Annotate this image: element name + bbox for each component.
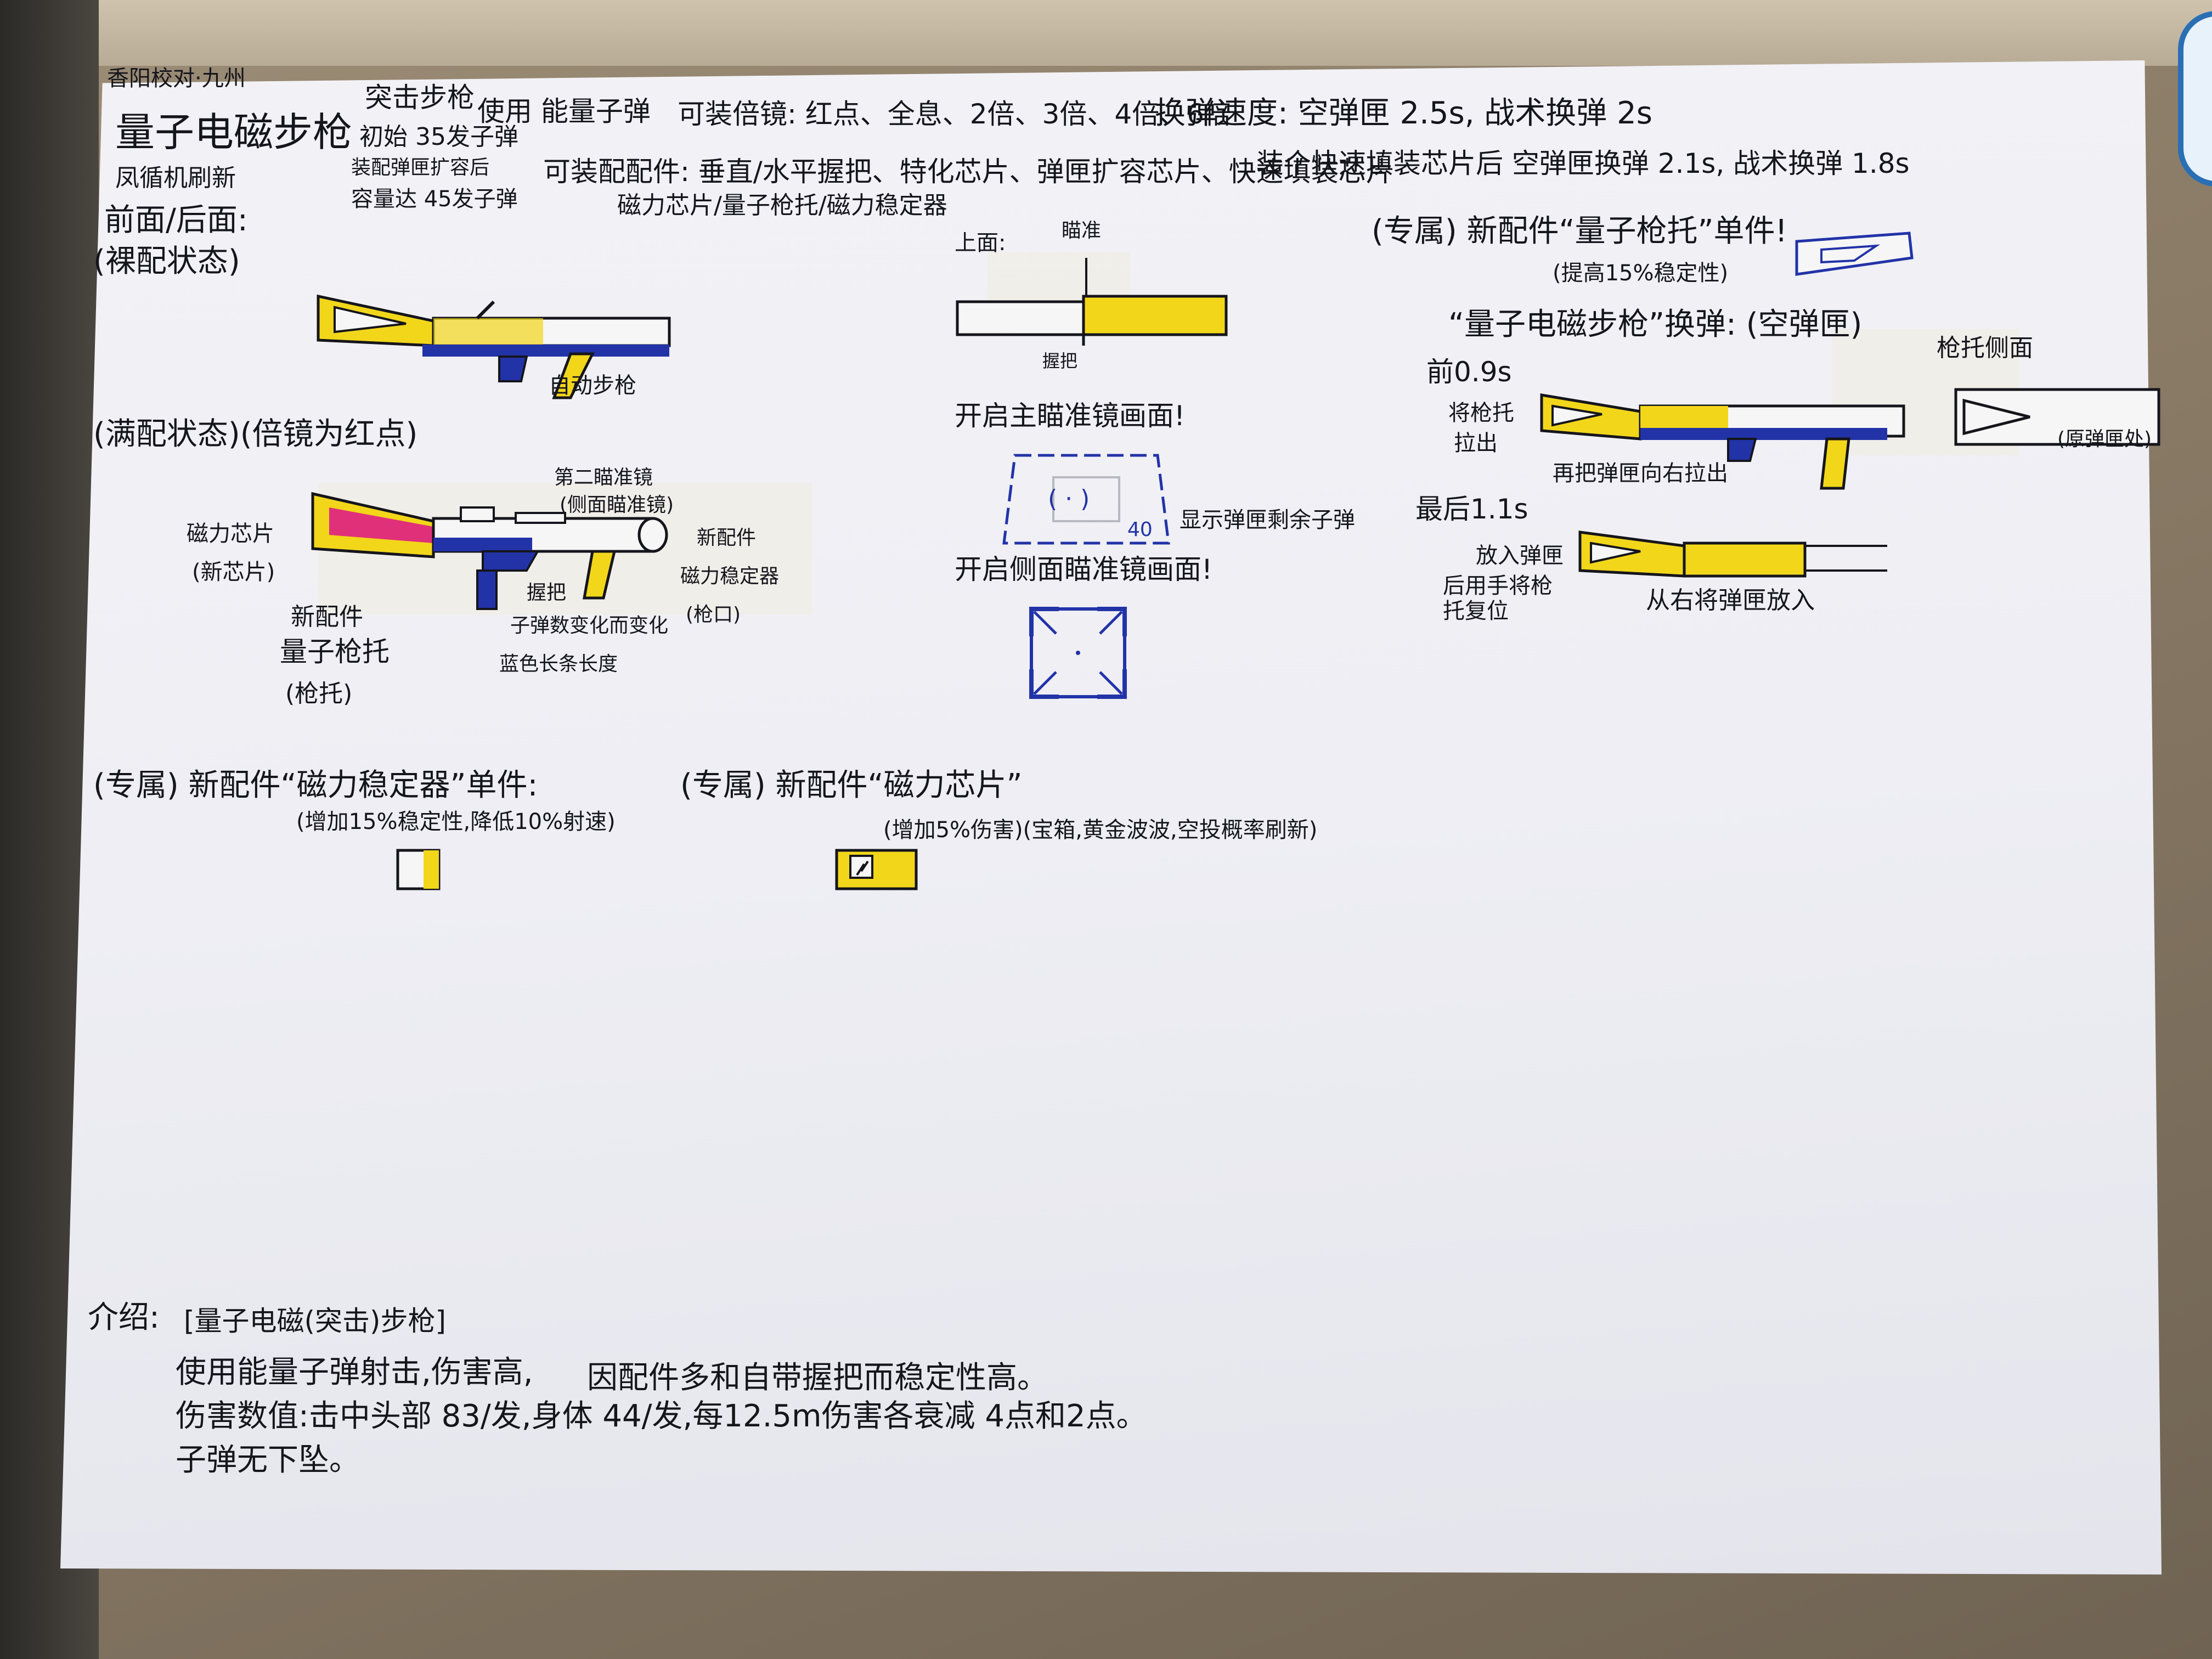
reload-upgrade: 装个快速填装芯片后 空弹匣换弹 2.1s, 战术换弹 1.8s (1256, 148, 1910, 179)
intro-label: 介绍: (88, 1300, 160, 1335)
second-sight-label: 第二瞄准镜 (554, 466, 653, 489)
chip-part-icon (835, 849, 918, 890)
reload-front-time: 前0.9s (1426, 356, 1512, 388)
side-scope-label: 开启侧面瞄准镜画面! (955, 554, 1213, 585)
stock-part-icon (1795, 232, 1914, 276)
chip-part-title: (专属) 新配件“磁力芯片” (680, 768, 1023, 803)
reload-front-note1: 将枪托 (1448, 400, 1514, 426)
magnetic-chip-label: 磁力芯片 (187, 521, 274, 546)
top-view-grip-note: 握把 (1042, 351, 1078, 371)
reload-back-note3: 从右将弹匣放入 (1646, 586, 1815, 614)
quantum-stock-label: 量子枪托 (280, 636, 390, 668)
intro-line1b: 因配件多和自带握把而稳定性高。 (587, 1360, 1048, 1396)
blue-bar-label: 蓝色长条长度 (499, 653, 618, 675)
ammo-display-note: 显示弹匣剩余子弹 (1180, 507, 1355, 533)
special-parts: 磁力芯片/量子枪托/磁力稳定器 (617, 191, 947, 219)
intro-line1: 使用能量子弹射击,伤害高, (176, 1355, 533, 1390)
main-scope-label: 开启主瞄准镜画面! (955, 400, 1186, 432)
main-scope-view (1002, 454, 1170, 545)
original-mag-label: (原弹匣处) (2057, 428, 2152, 450)
stock-part-title: (专属) 新配件“量子枪托”单件! (1372, 213, 1787, 249)
stabilizer-part-effect: (增加15%稳定性,降低10%射速) (296, 809, 616, 834)
weapon-type: 突击步枪 (365, 82, 475, 114)
full-gun-drawing (311, 492, 668, 610)
reload-back-note2: 后用手将枪托复位 (1443, 573, 1553, 624)
intro-line3: 子弹无下坠。 (176, 1442, 360, 1478)
scope-list: 可装倍镜: 红点、全息、2倍、3倍、4倍、6倍 (678, 98, 1232, 130)
initial-capacity: 初始 35发子弹 (359, 123, 518, 151)
view-label: 前面/后面: (104, 202, 248, 238)
grip-label: 握把 (527, 582, 567, 604)
desk-top-edge (0, 0, 2212, 66)
side-scope-view (1029, 607, 1127, 699)
bare-state-label: (裸配状态) (93, 244, 240, 279)
stabilizer-part-icon (396, 849, 441, 890)
stock-side-drawing (1954, 388, 2160, 446)
top-view-aim-note: 瞄准 (1062, 219, 1102, 242)
reload-back-drawing (1578, 531, 1887, 578)
top-view-drawing (956, 258, 1228, 346)
corner-note: 香阳校对·九州 (107, 66, 246, 91)
reload-title: “量子电磁步枪”换弹: (空弹匣) (1448, 307, 1863, 342)
max-capacity: 容量达 45发子弹 (351, 187, 518, 212)
reload-grip-note: 再把弹匣向右拉出 (1553, 461, 1728, 486)
reload-back-note1: 放入弹匣 (1476, 543, 1564, 568)
attachable-parts: 可装配配件: 垂直/水平握把、特化芯片、弹匣扩容芯片、快速填装芯片 (543, 156, 1393, 188)
muzzle-label: (枪口) (686, 603, 741, 626)
bare-gun-label: 自动步枪 (549, 373, 636, 398)
stock-part-effect: (提高15%稳定性) (1553, 261, 1729, 286)
full-state-title: (满配状态)(倍镜为红点) (93, 416, 418, 452)
reload-speed: 换弹速度: 空弹匣 2.5s, 战术换弹 2s (1155, 95, 1652, 131)
reload-back-time: 最后1.1s (1415, 493, 1528, 525)
new-part-label: 新配件 (697, 527, 757, 549)
ammo-count: 40 (1127, 518, 1153, 541)
new-chip-label: (新芯片) (192, 560, 275, 585)
top-view-label: 上面: (955, 230, 1006, 256)
chip-part-effect: (增加5%伤害)(宝箱,黄金波波,空投概率刷新) (883, 817, 1318, 843)
stock-side-label: 枪托侧面 (1937, 334, 2033, 362)
page-title: 量子电磁步枪 (115, 109, 353, 155)
stabilizer-label: 磁力稳定器 (680, 565, 780, 588)
attachments-note: 装配弹匣扩容后 (351, 156, 490, 179)
ammo-type: 使用 能量子弹 (477, 95, 651, 127)
stabilizer-part-title: (专属) 新配件“磁力稳定器”单件: (93, 768, 538, 803)
holo-sight-label: (侧面瞄准镜) (560, 494, 674, 516)
new-part-2-label: 新配件 (291, 603, 363, 631)
intro-name: [量子电磁(突击)步枪] (184, 1305, 447, 1337)
reticle: ( · ) (1048, 485, 1090, 513)
intro-line2: 伤害数值:击中头部 83/发,身体 44/发,每12.5m伤害各衰减 4点和2点… (176, 1398, 1147, 1434)
reload-front-note2: 拉出 (1454, 431, 1498, 456)
corner-object (2178, 11, 2212, 187)
ammo-color-label: 子弹数变化而变化 (510, 614, 669, 637)
stock-label: (枪托) (285, 680, 353, 708)
bare-gun-drawing (317, 294, 671, 399)
reload-gun-drawing (1540, 393, 1905, 490)
subtitle: 凤循机刷新 (115, 164, 236, 192)
